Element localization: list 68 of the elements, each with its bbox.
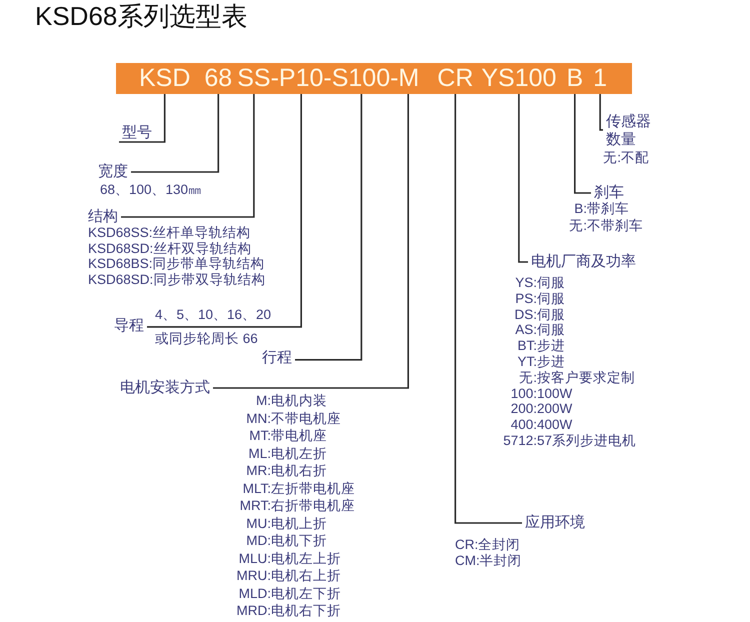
- option-text: KSD68SD:丝杆双导轨结构: [88, 240, 252, 257]
- code-text: -P10: [270, 63, 324, 94]
- leader-line: [295, 94, 362, 361]
- option-text: MR:电机右折: [246, 463, 327, 479]
- option-text: MT:带电机座: [249, 428, 327, 444]
- option-text: KSD68BS:同步带单导轨结构: [88, 256, 265, 272]
- code-text: KSD: [139, 63, 190, 94]
- option-text: 100:100W: [510, 386, 572, 402]
- option-text: CM:半封闭: [455, 553, 522, 569]
- leader-line: [147, 94, 302, 328]
- option-text: 无:按客户要求定制: [519, 370, 635, 386]
- option-text: MRD:电机右下折: [236, 603, 341, 619]
- option-text: MLD:电机左下折: [238, 586, 341, 602]
- option-text: KSD68SS:丝杆单导轨结构: [88, 225, 251, 241]
- leader-line: [574, 94, 591, 194]
- diagram-title: KSD68系列选型表: [35, 0, 248, 32]
- option-text: MD:电机下折: [246, 533, 327, 549]
- field-name: 宽度: [95, 163, 131, 181]
- code-text: -M: [390, 63, 420, 94]
- option-text: 400:400W: [510, 417, 572, 434]
- option-text: 68、100、130㎜: [100, 182, 202, 198]
- option-text: ML:电机左折: [248, 446, 327, 462]
- field-name: 刹车: [591, 184, 627, 202]
- leader-line: [599, 94, 603, 131]
- code-text: YS100: [481, 63, 556, 94]
- field-name: 电机厂商及功率: [528, 253, 639, 271]
- leader-line: [119, 94, 166, 143]
- code-text: -S100: [323, 63, 390, 94]
- option-text: MLU:电机左上折: [238, 550, 341, 566]
- option-text: MRT:右折带电机座: [240, 498, 355, 514]
- leader-line: [131, 94, 220, 173]
- code-text: 1: [593, 63, 608, 94]
- leader-line: [518, 94, 528, 263]
- option-text: 200:200W: [510, 401, 572, 418]
- option-text: AS:伺服: [515, 322, 565, 338]
- option-text: 或同步轮周长 66: [155, 331, 258, 347]
- field-name: 行程: [259, 349, 295, 367]
- option-text: MRU:电机右上折: [236, 568, 341, 584]
- option-text: MN:不带电机座: [246, 410, 341, 426]
- field-name: 传感器数量: [603, 113, 655, 149]
- code-text: B: [566, 63, 584, 94]
- option-text: KSD68SD:同步带双导轨结构: [88, 272, 266, 288]
- option-text: BT:步进: [517, 338, 565, 354]
- option-text: B:带刹车: [574, 201, 629, 217]
- option-text: DS:伺服: [514, 306, 565, 323]
- option-text: 无:不配: [603, 150, 649, 166]
- field-name: 结构: [85, 208, 121, 226]
- option-text: 5712:57系列步进电机: [503, 433, 636, 449]
- model-code-bar: [116, 63, 632, 94]
- code-text: SS: [237, 63, 271, 94]
- leader-line: [121, 94, 255, 218]
- option-text: YT:步进: [517, 354, 565, 370]
- code-text: CR: [437, 63, 474, 94]
- option-text: YS:伺服: [515, 275, 565, 291]
- field-name: 应用环境: [522, 514, 588, 532]
- leader-line: [454, 94, 522, 524]
- option-text: CR:全封闭: [455, 537, 520, 553]
- option-text: M:电机内装: [256, 393, 327, 409]
- option-text: MLT:左折带电机座: [242, 480, 355, 496]
- option-text: MU:电机上折: [246, 516, 327, 532]
- field-name: 型号: [119, 124, 155, 142]
- field-name: 电机安装方式: [117, 379, 213, 397]
- option-text: 无:不带刹车: [569, 218, 643, 234]
- leader-line: [213, 94, 409, 389]
- option-text: PS:伺服: [515, 290, 565, 307]
- option-text: 4、5、10、16、20: [155, 307, 272, 323]
- field-name: 导程: [111, 317, 147, 335]
- code-text: 68: [204, 63, 232, 94]
